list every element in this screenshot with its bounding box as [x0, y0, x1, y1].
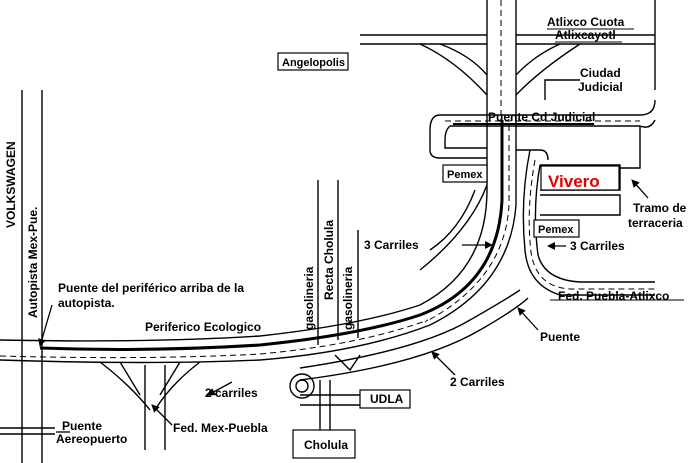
label-atlixcayotl: Atlixcayotl	[555, 28, 616, 42]
label-dos-carriles-lower: 2 carriles	[205, 386, 258, 400]
label-vivero: Vivero	[548, 172, 600, 191]
label-puente-line-1: Puente del periférico arriba de la	[58, 281, 244, 295]
label-udla: UDLA	[370, 392, 404, 406]
arrow-fed-mex-puebla	[151, 404, 173, 426]
label-puente: Puente	[540, 330, 580, 344]
udla-box	[359, 389, 411, 409]
pemex-box-1	[442, 164, 488, 183]
label-puente-aereo-1: Puente	[62, 419, 102, 433]
arrow-dos-carriles-lower	[207, 381, 233, 396]
label-recta-cholula: Recta Cholula	[322, 220, 336, 300]
vivero-box	[540, 165, 620, 191]
label-gasolineria-2: gasolineria	[341, 266, 355, 330]
angelopolis-box	[277, 52, 349, 71]
label-ciudad: Ciudad	[580, 66, 621, 80]
label-tramo-de: Tramo de	[633, 201, 687, 215]
label-autopista-mex-pue: Autopista Mex-Pue.	[26, 207, 40, 318]
label-fed-mex-puebla: Fed. Mex-Puebla	[173, 421, 268, 435]
label-terraceria: terraceria	[628, 216, 683, 230]
label-tres-carriles-right: 3 Carriles	[570, 239, 625, 253]
label-gasolineria-1: gasolineria	[302, 266, 316, 330]
arrow-puente	[517, 307, 539, 331]
label-fed-puebla-atlixco: Fed. Puebla-Atlixco	[558, 289, 669, 303]
label-puente-line-2: autopista.	[58, 296, 115, 310]
arrow-dos-carriles-upper	[431, 351, 456, 376]
label-cholula: Cholula	[304, 438, 348, 452]
arrow-tramo	[631, 179, 649, 199]
label-dos-carriles-upper: 2 Carriles	[450, 375, 505, 389]
label-volkswagen: VOLKSWAGEN	[4, 141, 18, 228]
label-puente-aereo-2: Aereopuerto	[56, 432, 127, 446]
label-tres-carriles-left: 3 Carriles	[364, 238, 419, 252]
label-judicial: Judicial	[578, 80, 623, 94]
label-periferico-ecologico: Periferico Ecologico	[145, 320, 261, 334]
pemex-box-2	[533, 219, 580, 238]
label-pemex-1: Pemex	[447, 169, 483, 181]
label-puente-cd-judicial: Puente Cd Judicial	[488, 110, 595, 124]
label-atlixco-cuota: Atlixco Cuota	[547, 15, 625, 29]
road-network	[0, 0, 656, 463]
arrows	[38, 179, 649, 433]
label-angelopolis: Angelopolis	[282, 57, 345, 69]
arrow-puente-periferico	[38, 304, 53, 347]
cholula-box	[292, 429, 356, 459]
label-pemex-2: Pemex	[538, 224, 574, 236]
